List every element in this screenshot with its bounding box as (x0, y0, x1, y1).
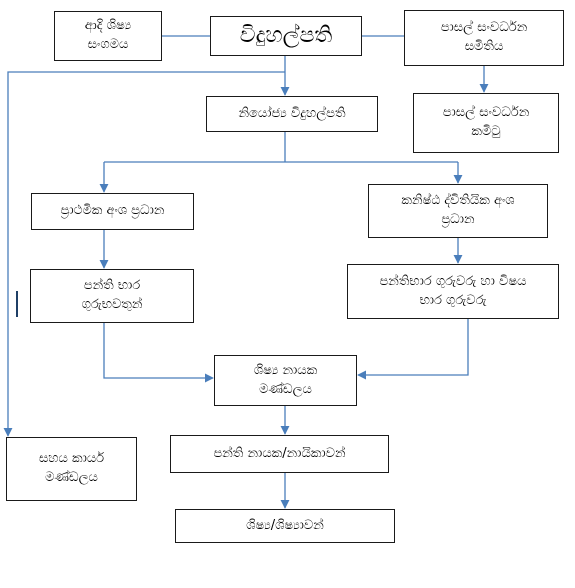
prefects-board-box: ශිෂ්‍ය නායක මණ්ඩලය (214, 355, 357, 406)
school-development-society-box: පාසල් සංවර්ධන සමිතිය (404, 10, 564, 66)
students-label: ශිෂ්‍ය/ශිෂ්‍යාවන් (246, 517, 324, 533)
junior-secondary-section-head-label: කනිෂ්ඨ ද්විතියික අංශ ප්‍රධාන (401, 193, 515, 227)
former-students-association-box: ආදි ශිෂ්‍ය සංගමය (54, 11, 162, 61)
arrow-teachers-prefects (103, 323, 214, 383)
arrow-principal-support-board (3, 71, 285, 437)
arrow-subject-teachers-prefects (357, 319, 469, 380)
primary-section-head-label: ප්‍රාථමික අංශ ප්‍රධාන (60, 203, 165, 219)
principal-label: විදුහල්පති (239, 23, 333, 49)
left-margin-mark (16, 291, 18, 317)
principal-box: විදුහල්පති (210, 16, 362, 56)
primary-section-head-box: ප්‍රාථමික අංශ ප්‍රධාන (31, 193, 194, 230)
prefects-board-label: ශිෂ්‍ය නායක මණ්ඩලය (253, 362, 318, 397)
deputy-principal-label: නියෝජ්‍ය විදුහල්පති (238, 105, 346, 121)
class-and-subject-teachers-box: පන්තිභාර ගුරුවරු හා විෂය භාර ගුරුවරු (347, 264, 559, 319)
support-staff-board-box: සහය කාර්ය මණ්ඩලය (6, 437, 137, 501)
students-box: ශිෂ්‍ය/ශිෂ්‍යාවන් (175, 509, 395, 543)
school-development-committee-label: පාසල් සංවර්ධන කමිටු (442, 105, 530, 139)
class-teachers-label: පන්ති භාර ගුරුභවතුන් (81, 278, 143, 312)
school-development-society-label: පාසල් සංවර්ධන සමිතිය (440, 20, 528, 54)
class-leaders-box: පන්ති නායක/නායිකාවන් (170, 435, 389, 473)
school-development-committee-box: පාසල් සංවර්ධන කමිටු (413, 93, 559, 153)
class-and-subject-teachers-label: පන්තිභාර ගුරුවරු හා විෂය භාර ගුරුවරු (379, 273, 527, 308)
class-teachers-box: පන්ති භාර ගුරුභවතුන් (30, 269, 194, 323)
support-staff-board-label: සහය කාර්ය මණ්ඩලය (38, 451, 105, 485)
deputy-principal-box: නියෝජ්‍ය විදුහල්පති (206, 96, 378, 132)
class-leaders-label: පන්ති නායක/නායිකාවන් (213, 445, 346, 461)
junior-secondary-section-head-box: කනිෂ්ඨ ද්විතියික අංශ ප්‍රධාන (368, 184, 548, 238)
former-students-association-label: ආදි ශිෂ්‍ය සංගමය (84, 18, 132, 52)
